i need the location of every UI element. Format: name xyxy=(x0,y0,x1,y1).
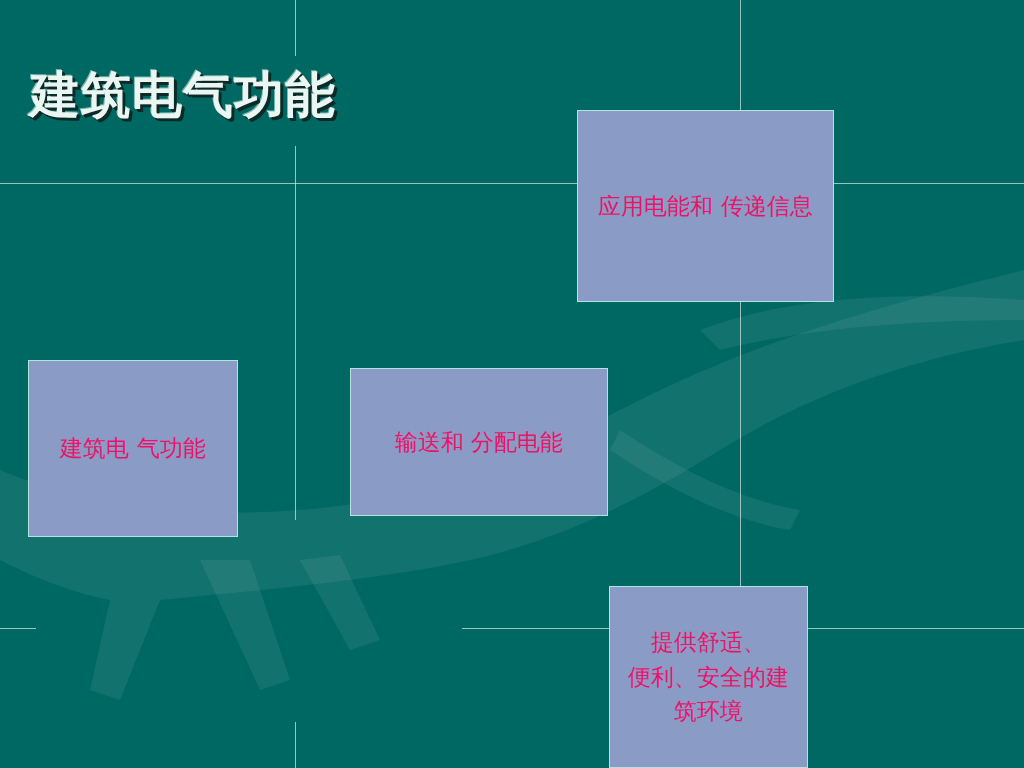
box-label: 提供舒适、 便利、安全的建 筑环境 xyxy=(620,625,797,729)
function-box: 提供舒适、 便利、安全的建 筑环境 xyxy=(609,586,808,768)
function-box: 建筑电 气功能 xyxy=(28,360,238,537)
hand-illustration xyxy=(0,270,1024,700)
box-label: 应用电能和 传递信息 xyxy=(598,189,812,224)
box-label: 输送和 分配电能 xyxy=(395,425,563,460)
box-label: 建筑电 气功能 xyxy=(60,431,205,466)
function-box: 应用电能和 传递信息 xyxy=(577,110,834,302)
slide-title: 建筑电气功能 xyxy=(30,62,336,129)
function-box: 输送和 分配电能 xyxy=(350,368,608,516)
